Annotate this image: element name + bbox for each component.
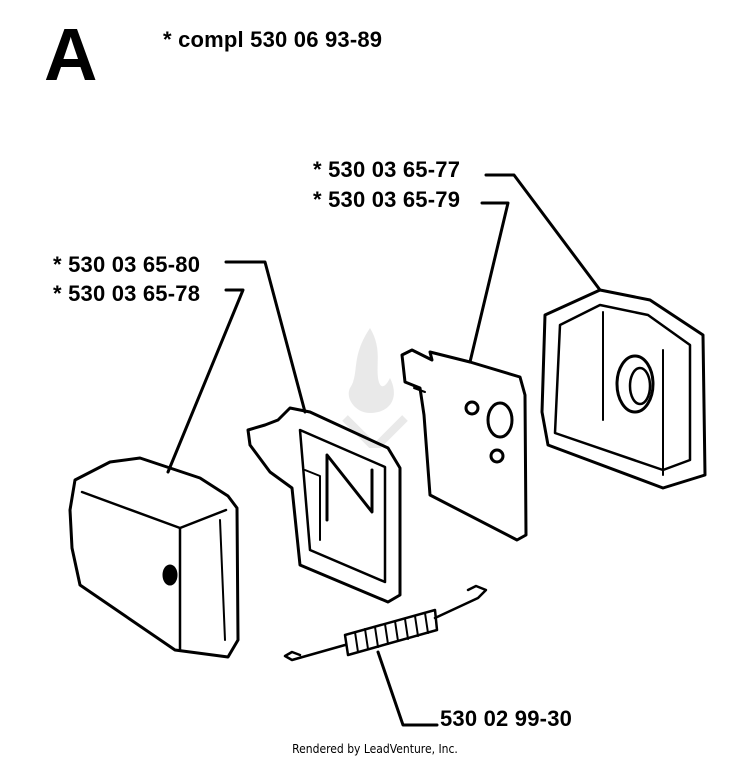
tension-spring[interactable] [283,584,488,662]
filter-element[interactable] [246,406,402,604]
leader-line-530-03-65-77 [484,173,602,292]
leader-line-530-03-65-79 [468,201,510,364]
leader-line-530-03-65-80 [224,260,307,414]
watermark-flame-icon [342,328,408,448]
part-label-530-03-65-79[interactable]: * 530 03 65-79 [313,187,461,212]
footer-credit: Rendered by LeadVenture, Inc. [292,742,458,756]
gasket-plate[interactable] [400,348,528,542]
part-label-530-03-65-80[interactable]: * 530 03 65-80 [53,252,201,277]
leader-line-530-02-99-30 [376,650,439,727]
part-label-530-02-99-30[interactable]: 530 02 99-30 [440,706,573,731]
filter-cover-left[interactable] [68,456,240,659]
leader-line-530-03-65-78 [166,288,245,474]
part-label-530-03-65-78[interactable]: * 530 03 65-78 [53,281,201,306]
filter-cover-right[interactable] [540,288,707,490]
compl-part-label: * compl 530 06 93-89 [163,27,383,52]
part-label-530-03-65-77[interactable]: * 530 03 65-77 [313,157,461,182]
section-letter: A [44,13,98,96]
